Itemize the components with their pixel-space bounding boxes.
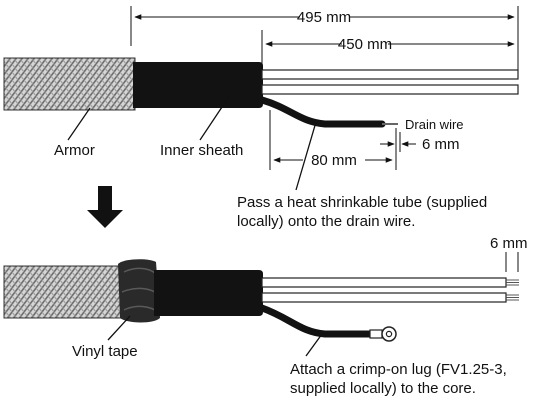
- dimension-450mm: 450 mm: [261, 30, 515, 64]
- core-wire-lower: [261, 292, 507, 303]
- drain-wire: [258, 96, 386, 128]
- note-crimp-lug-line1: Attach a crimp-on lug (FV1.25-3,: [290, 361, 507, 378]
- core-wire-upper: [261, 69, 519, 80]
- note-heat-shrink-line2: locally) onto the drain wire.: [237, 213, 415, 230]
- label-armor: Armor: [54, 142, 95, 159]
- dimension-label-6mm-core: 6 mm: [490, 235, 528, 252]
- bottom-cable-diagram: 6 mm Vinyl tape: [3, 235, 528, 397]
- note-crimp-lug-line2: supplied locally) to the core.: [290, 380, 476, 397]
- core-wire-upper: [261, 277, 507, 288]
- crimp-lug-barrel: [369, 329, 383, 339]
- dimension-label-80mm: 80 mm: [311, 152, 357, 169]
- dimension-80mm: 80 mm: [269, 110, 397, 170]
- label-vinyl-tape: Vinyl tape: [72, 343, 138, 360]
- dimension-6mm-core: 6 mm: [490, 235, 528, 272]
- note-heat-shrink-line1: Pass a heat shrinkable tube (supplied: [237, 194, 487, 211]
- core-strands-lower: [506, 294, 519, 301]
- dimension-6mm-drain: 6 mm: [380, 132, 460, 153]
- core-strands-upper: [506, 279, 519, 286]
- top-cable-diagram: 495 mm 450 mm Armor Inner sheath Drain w…: [3, 6, 519, 230]
- armor: [3, 57, 136, 111]
- armor: [3, 265, 136, 319]
- dimension-label-6mm-drain: 6 mm: [422, 136, 460, 153]
- dimension-label-495mm: 495 mm: [297, 9, 351, 26]
- inner-sheath: [133, 62, 263, 108]
- vinyl-tape: [118, 259, 160, 323]
- dimension-495mm: 495 mm: [130, 6, 519, 70]
- inner-sheath: [154, 270, 263, 316]
- drain-wire: [258, 304, 376, 338]
- label-inner-sheath: Inner sheath: [160, 142, 243, 159]
- dimension-label-450mm: 450 mm: [338, 36, 392, 53]
- core-wire-lower: [261, 84, 519, 95]
- label-drain-wire: Drain wire: [405, 117, 464, 132]
- down-arrow-icon: [87, 186, 123, 228]
